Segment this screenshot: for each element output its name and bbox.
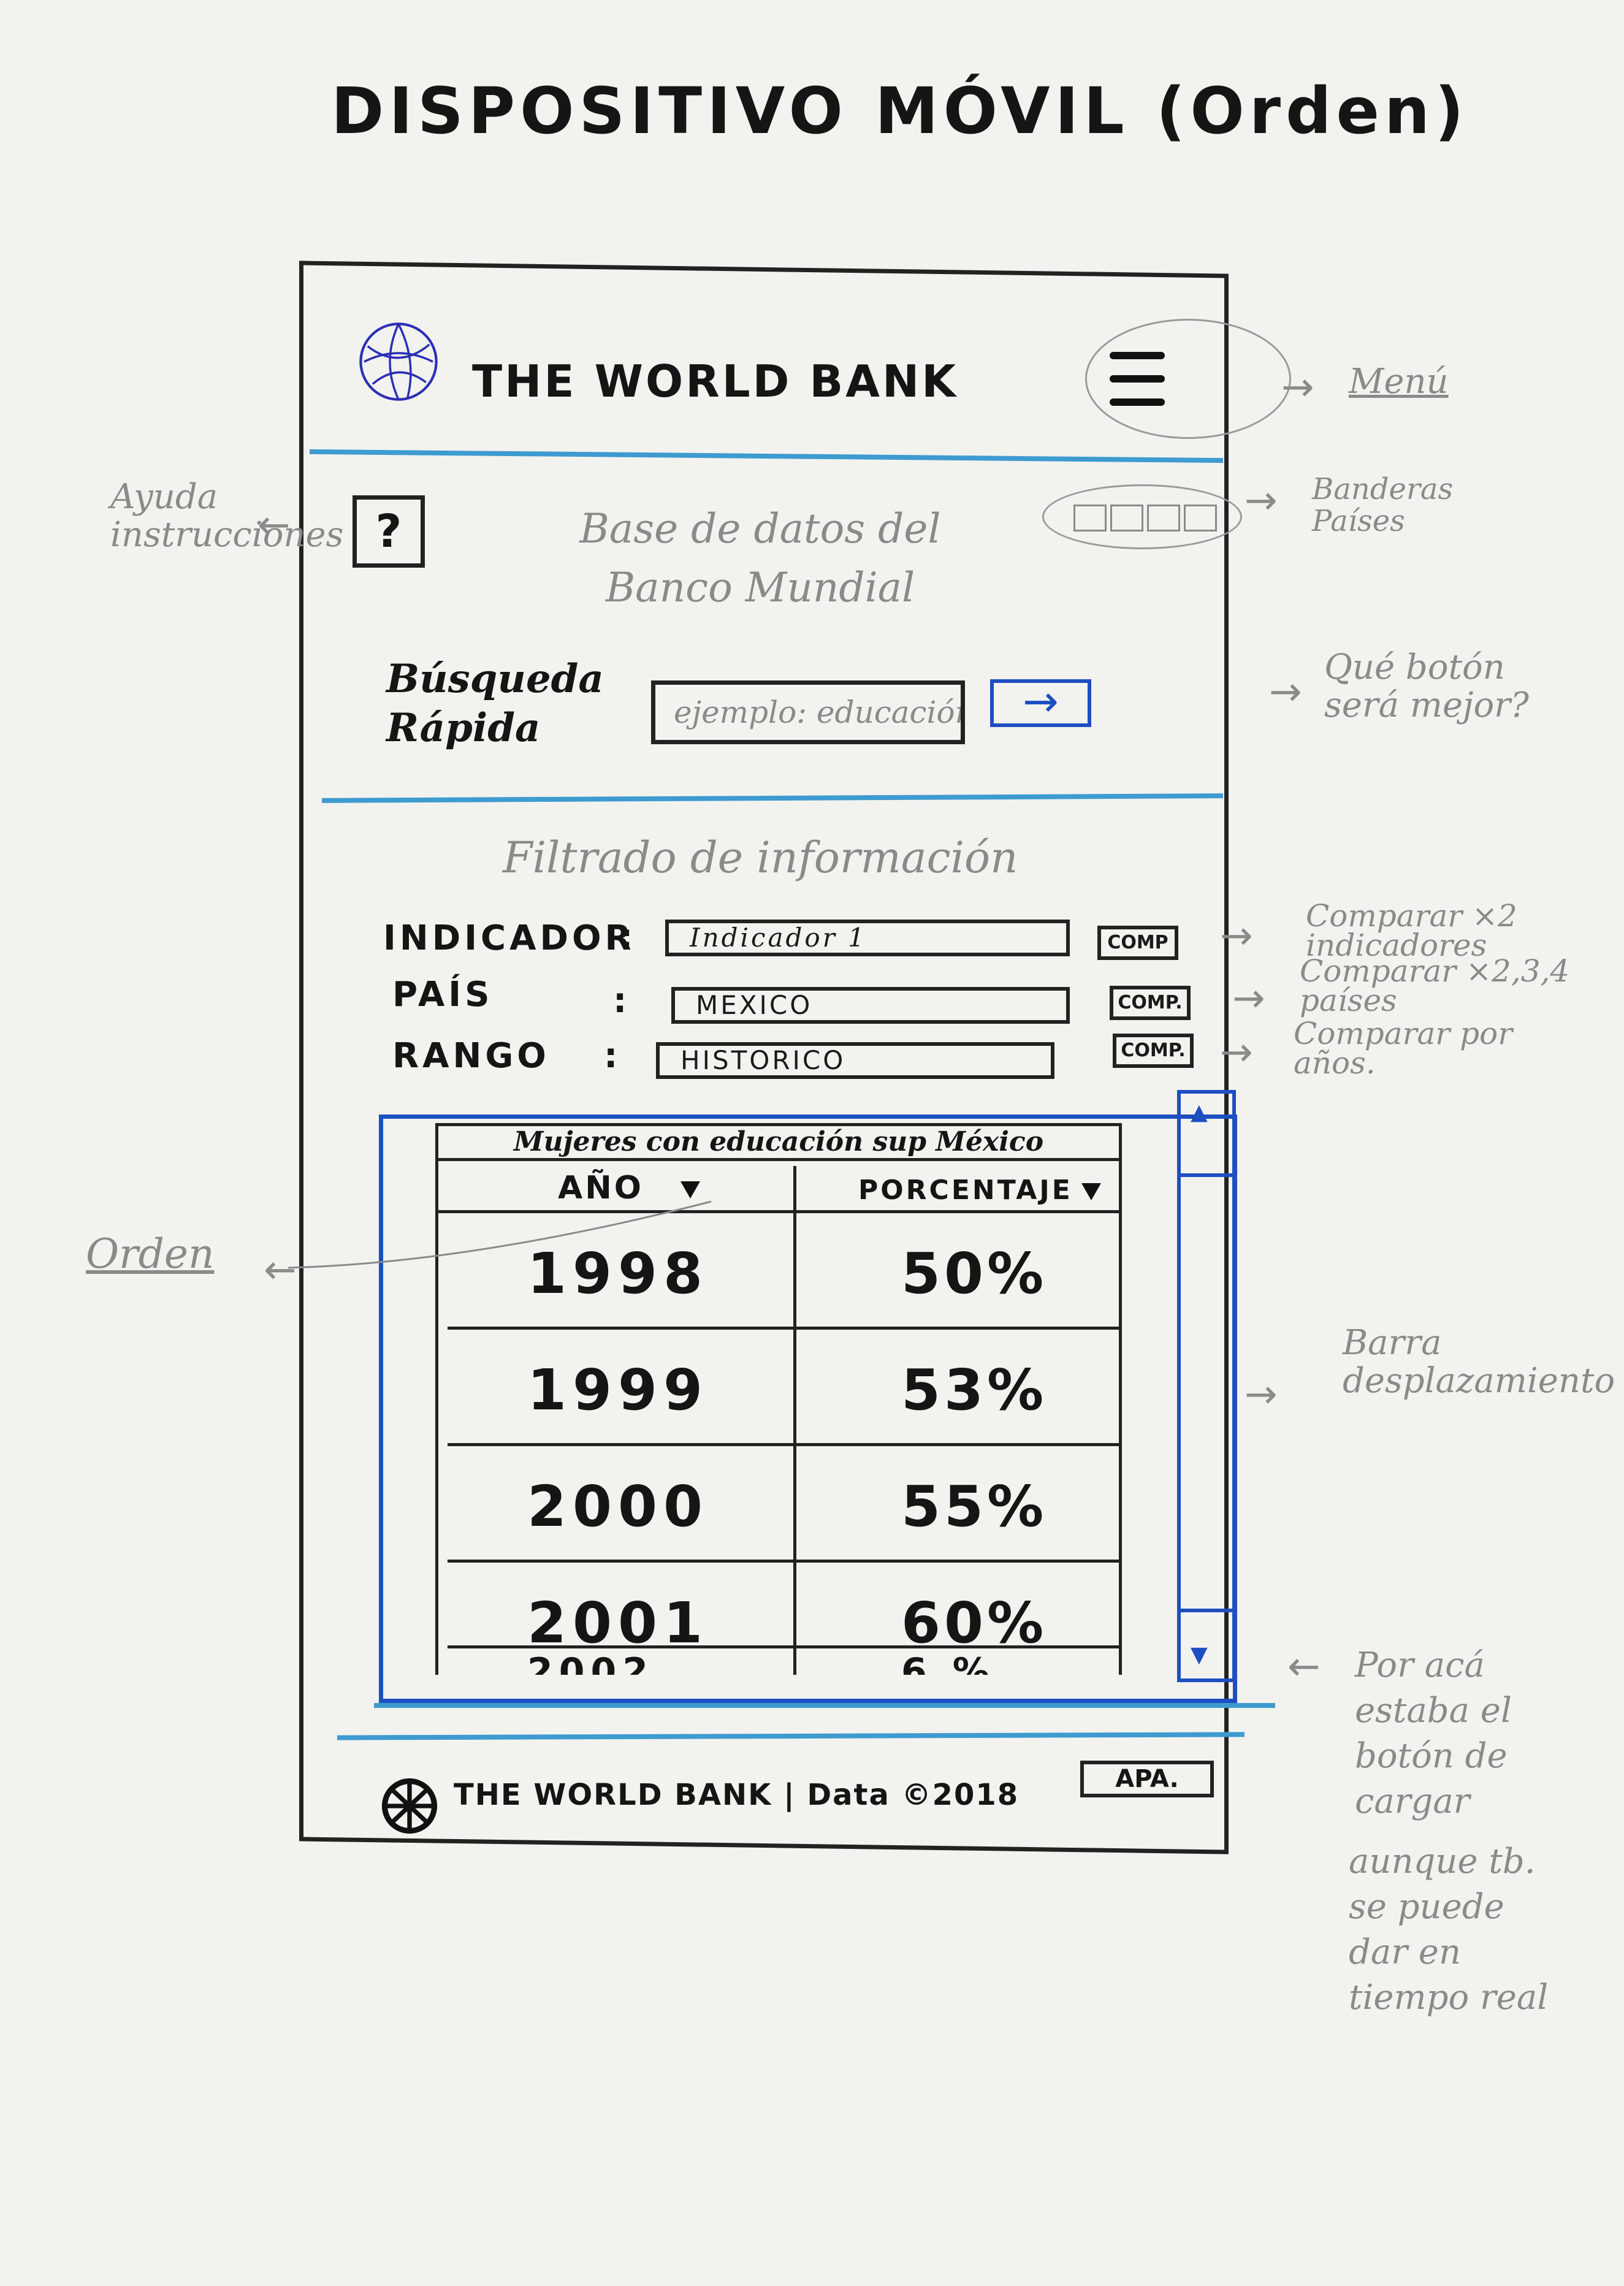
- percentage-cell: 60%: [901, 1590, 1048, 1656]
- year-cell: 2000: [527, 1474, 709, 1539]
- year-cell: 1998: [527, 1241, 709, 1306]
- percentage-cell: 6_%: [901, 1650, 993, 1675]
- column-header-year[interactable]: AÑO: [558, 1170, 700, 1206]
- range-select[interactable]: HISTORICO: [656, 1042, 1054, 1079]
- annotation-arrow: ←: [1287, 1644, 1321, 1690]
- sort-down-icon[interactable]: [1081, 1183, 1101, 1200]
- filter-title: Filtrado de información: [503, 832, 1018, 883]
- compare-range-button[interactable]: COMP.: [1113, 1034, 1194, 1068]
- quick-search-label: Búsqueda Rápida: [386, 656, 604, 751]
- search-input[interactable]: ejemplo: educación, Per: [651, 680, 965, 744]
- annotation-arrow: →: [1245, 1372, 1278, 1417]
- annotation-load-button: Por acá estaba el botón de cargar: [1355, 1645, 1512, 1821]
- table-header: AÑO PORCENTAJE: [435, 1166, 1122, 1213]
- table-border: [1119, 1123, 1122, 1675]
- year-cell: 2001: [527, 1590, 709, 1656]
- year-cell: 2002: [527, 1650, 654, 1675]
- footer-brand: THE WORLD BANK | Data ©2018: [454, 1778, 1020, 1812]
- annotation-menu: Menú: [1349, 362, 1449, 402]
- annotation-compare-indicators: Comparar ×2 indicadores: [1306, 898, 1517, 963]
- column-header-label: AÑO: [558, 1170, 644, 1206]
- column-header-percentage[interactable]: PORCENTAJE: [858, 1175, 1101, 1206]
- indicator-select[interactable]: Indicador 1: [665, 920, 1070, 956]
- table-bottom-divider: [374, 1703, 1275, 1708]
- table-row: 2001 60%: [448, 1560, 1122, 1656]
- scroll-down-icon[interactable]: ▼: [1191, 1642, 1208, 1667]
- annotation-search-button: Qué botón será mejor?: [1324, 647, 1529, 725]
- annotation-order: Orden: [86, 1230, 215, 1278]
- arrow-right-icon: →: [1023, 676, 1059, 726]
- filter-colon: :: [604, 1036, 618, 1076]
- table-border: [435, 1123, 438, 1675]
- annotation-realtime: aunque tb. se puede dar en tiempo real: [1349, 1842, 1549, 2017]
- annotation-scrollbar: Barra desplazamiento: [1343, 1323, 1615, 1401]
- apa-citation-button[interactable]: APA.: [1080, 1761, 1214, 1797]
- country-select[interactable]: MEXICO: [671, 987, 1070, 1024]
- annotation-arrow: →: [1220, 913, 1253, 959]
- compare-country-button[interactable]: COMP.: [1110, 986, 1191, 1020]
- brand-title: THE WORLD BANK: [472, 356, 959, 407]
- table-caption: Mujeres con educación sup México: [435, 1123, 1122, 1161]
- country-flags[interactable]: [1042, 484, 1242, 549]
- annotation-compare-countries: Comparar ×2,3,4 países: [1300, 953, 1570, 1018]
- help-button[interactable]: ?: [353, 495, 425, 568]
- compare-indicator-button[interactable]: COMP: [1097, 926, 1178, 960]
- annotation-arrow: →: [1245, 478, 1278, 524]
- vertical-scrollbar[interactable]: ▲ ▼: [1177, 1090, 1236, 1682]
- flag-icon[interactable]: [1147, 505, 1180, 531]
- scroll-up-icon[interactable]: ▲: [1191, 1100, 1208, 1125]
- flag-icon[interactable]: [1184, 505, 1217, 531]
- filter-label-indicator: INDICADOR: [383, 918, 635, 958]
- table-row: 1999 53%: [448, 1327, 1122, 1446]
- annotation-pointer-line: [288, 1200, 712, 1269]
- annotation-arrow: →: [1220, 1030, 1253, 1075]
- flag-icon[interactable]: [1073, 505, 1107, 531]
- filter-colon: :: [619, 917, 633, 957]
- globe-icon: [381, 1778, 438, 1834]
- column-header-label: PORCENTAJE: [858, 1175, 1073, 1206]
- annotation-arrow: ←: [257, 503, 291, 548]
- annotation-arrow: →: [1269, 669, 1302, 715]
- page-title: DISPOSITIVO MÓVIL (Orden): [331, 74, 1469, 148]
- sort-down-icon[interactable]: [680, 1181, 700, 1198]
- filter-label-range: RANGO: [392, 1036, 550, 1076]
- database-title: Base de datos del Banco Mundial: [579, 505, 941, 611]
- table-row: 2000 55%: [448, 1443, 1122, 1563]
- hamburger-menu-icon[interactable]: [1097, 343, 1177, 417]
- table-row: 1998 50%: [448, 1210, 1122, 1330]
- annotation-arrow: →: [1281, 365, 1314, 410]
- year-cell: 1999: [527, 1357, 709, 1423]
- annotation-flags: Banderas Países: [1312, 472, 1454, 538]
- data-table: Mujeres con educación sup México AÑO POR…: [435, 1123, 1122, 1675]
- menu-annotation-circle: [1085, 319, 1291, 439]
- annotation-arrow: ←: [264, 1248, 297, 1293]
- annotation-help: Ayuda instrucciones: [110, 477, 344, 555]
- percentage-cell: 53%: [901, 1357, 1048, 1423]
- globe-icon: [359, 322, 438, 401]
- annotation-arrow: →: [1232, 976, 1265, 1021]
- filter-label-country: PAÍS: [392, 975, 494, 1015]
- table-row: 2002 6_%: [448, 1650, 1122, 1675]
- filter-colon: :: [613, 981, 627, 1021]
- annotation-compare-years: Comparar por años.: [1294, 1016, 1513, 1081]
- column-divider: [793, 1166, 796, 1675]
- percentage-cell: 55%: [901, 1474, 1048, 1539]
- percentage-cell: 50%: [901, 1241, 1048, 1306]
- search-submit-button[interactable]: →: [990, 679, 1091, 727]
- flag-icon[interactable]: [1110, 505, 1143, 531]
